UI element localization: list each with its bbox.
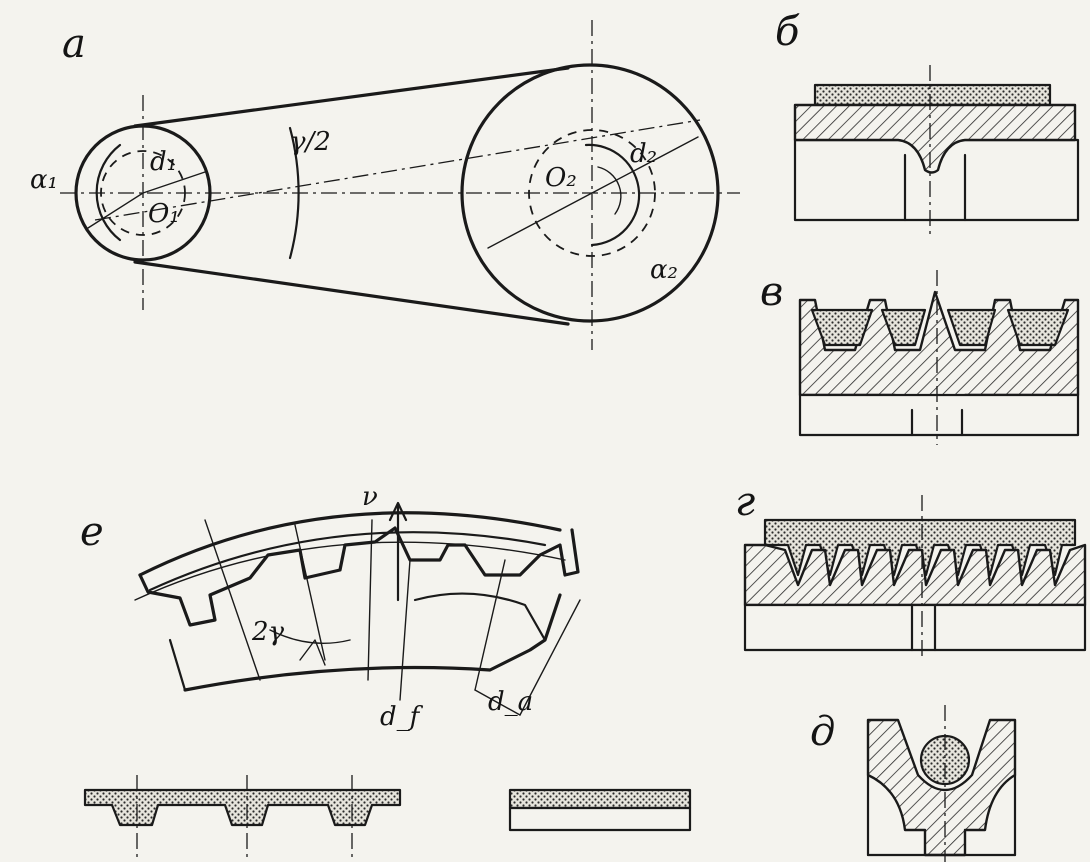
arrow-v-head xyxy=(388,501,408,522)
flat-belt-section-top xyxy=(508,788,692,810)
label-O1: O₁ xyxy=(148,199,180,229)
large-pulley xyxy=(460,63,720,323)
small-pulley xyxy=(74,124,212,262)
panel-label-e: е xyxy=(80,509,104,555)
two-gamma-vertex xyxy=(299,639,326,666)
wrap-angle-arc-small xyxy=(95,143,122,242)
panel-label-b: б xyxy=(775,9,800,55)
panel-a-belt-drive: а α₁ d₁ O₁ γ/2 O₂ d₂ α₂ xyxy=(30,20,740,350)
vbelt-1 xyxy=(810,308,874,347)
panel-b-flat-belt-section: б xyxy=(775,9,1080,235)
label-d2: d₂ xyxy=(630,139,657,169)
polyv-hub-body xyxy=(743,603,1087,652)
radius-line-small xyxy=(142,171,206,194)
centre-line-inclined xyxy=(94,119,701,221)
toothed-pulley-tooth xyxy=(413,592,547,642)
panel-label-d: д xyxy=(810,709,835,755)
toothed-pulley-bottom xyxy=(183,593,562,692)
dim-line-da-3 xyxy=(474,689,521,716)
flat-belt xyxy=(813,83,1052,107)
label-alpha1: α₁ xyxy=(30,165,58,195)
polyv-rim-hatched xyxy=(743,543,1087,607)
radius-line-large xyxy=(591,136,699,194)
toothed-pulley-left xyxy=(168,638,187,692)
small-arc-O2 xyxy=(597,166,622,215)
two-gamma-arc xyxy=(269,629,351,644)
panel-g-polyv-section: г xyxy=(735,479,1087,660)
label-gamma-half: γ/2 xyxy=(290,127,331,157)
radius-line-small-2 xyxy=(87,192,144,229)
radius-line-large-2 xyxy=(487,192,593,249)
toothed-belt-section xyxy=(83,788,402,827)
dim-line-1 xyxy=(204,519,261,681)
wrap-angle-arc-large xyxy=(584,143,641,247)
pulley-rim-hatched xyxy=(793,103,1077,174)
flat-belt-cross-section xyxy=(508,788,692,832)
panel-e-toothed-belt: е ν 2γ d_f d_a xyxy=(80,482,581,732)
vbelt-hub-body xyxy=(798,393,1080,437)
label-d1: d₁ xyxy=(150,147,177,177)
pitch-line xyxy=(134,541,566,601)
toothed-belt-inner-line xyxy=(148,531,547,592)
label-O2: O₂ xyxy=(545,163,577,193)
label-df: d_f xyxy=(380,702,424,732)
dim-line-da xyxy=(474,559,506,691)
toothed-belt-cross-section xyxy=(83,775,402,860)
belt-lower-strand xyxy=(133,260,570,326)
label-da: d_a xyxy=(488,687,533,717)
flat-belt-section-base xyxy=(508,806,692,832)
panel-v-vbelt-section: в xyxy=(760,269,1080,445)
panel-d-round-belt-section: д xyxy=(810,705,1017,862)
dim-line-3 xyxy=(367,519,373,681)
vbelt-2 xyxy=(880,308,927,347)
toothed-belt-profile xyxy=(138,526,580,627)
dim-line-2 xyxy=(294,524,326,661)
panel-label-a: а xyxy=(62,21,86,67)
gamma-angle-arc xyxy=(288,126,300,260)
label-two-gamma: 2γ xyxy=(251,617,285,647)
panel-label-v: в xyxy=(760,269,783,315)
label-v: ν xyxy=(362,482,378,512)
round-groove-rim-hatched xyxy=(866,718,1017,857)
belt-upper-strand xyxy=(133,66,570,128)
dim-line-df xyxy=(399,559,411,701)
panel-label-g: г xyxy=(735,479,755,525)
dim-line-da-2 xyxy=(519,599,581,716)
label-alpha2: α₂ xyxy=(650,255,678,285)
toothed-belt-back xyxy=(138,511,562,577)
small-pulley-inner-circle xyxy=(100,150,186,236)
large-pulley-inner-circle xyxy=(528,129,656,257)
vbelt-3 xyxy=(946,308,997,347)
vbelt-4 xyxy=(1006,308,1070,347)
